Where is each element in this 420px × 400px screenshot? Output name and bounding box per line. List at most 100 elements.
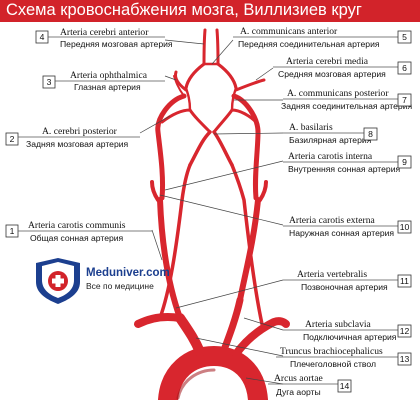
callout-number: 8 [368,129,373,139]
latin-label: Arteria carotis communis [28,220,126,231]
leader-14 [245,377,284,385]
latin-label: Arteria cerebri media [286,56,369,67]
russian-label: Наружная сонная артерия [289,228,394,238]
russian-label: Глазная артерия [74,82,141,92]
leader-4 [164,39,205,45]
left-internal-carotid [231,93,261,201]
label-group-8: A. basilaris Базилярная артерия 8 [283,122,378,145]
callout-box [363,127,378,141]
right-external-carotid [150,180,160,202]
leader-2 [139,115,171,134]
russian-label: Подключичная артерия [303,332,397,342]
latin-label: A. communicans posterior [287,88,389,99]
callout-number: 6 [402,63,407,73]
leader-9 [164,160,284,191]
russian-label: Задняя соединительная артерия [281,101,413,111]
aortic-arch-shade [176,368,216,400]
latin-label: A. basilaris [289,122,333,133]
callout-number: 10 [400,222,410,232]
posterior-cerebral-right [160,108,212,134]
callout-number: 14 [340,381,350,391]
callout-box [42,75,56,89]
leader-6 [255,67,274,81]
callout-box [397,352,412,366]
callout-number: 5 [402,32,407,42]
latin-label: A. cerebri posterior [42,126,118,137]
logo-name: Meduniver.com [86,267,170,279]
page-title: Схема кровоснабжения мозга, Виллизиев кр… [6,1,362,19]
latin-label: Arteria carotis interna [288,151,373,162]
left-common-carotid-origin [220,296,244,354]
russian-label: Плечеголовной ствол [290,359,376,369]
label-group-13: Truncus brachiocephalicus Плечеголовной … [276,346,412,369]
label-group-6: Arteria cerebri media Средняя мозговая а… [273,56,412,79]
label-group-7: A. communicans posterior Задняя соединит… [281,88,413,111]
russian-label: Задняя мозговая артерия [26,139,129,149]
right-internal-carotid [155,93,187,201]
russian-label: Дуга аорты [276,387,321,397]
label-group-14: Arcus aortae Дуга аорты 14 [268,373,352,397]
right-vertebral [158,163,192,320]
leader-12 [243,317,284,331]
left-subclavian [232,317,290,358]
latin-label: Arteria ophthalmica [70,70,148,81]
brachiocephalic-trunk [175,313,205,357]
latin-label: Truncus brachiocephalicus [280,346,383,357]
russian-label: Передняя соединительная артерия [238,39,380,49]
callout-box [397,61,412,75]
middle-cerebral-right [174,70,188,92]
anterior-cerebral-arteries [202,28,220,66]
russian-label: Базилярная артерия [289,135,372,145]
russian-label: Общая сонная артерия [30,233,124,243]
callout-box [397,324,412,338]
callout-box [397,93,412,107]
medical-cross-shield-icon [36,258,80,304]
label-group-2: 2 A. cerebri posterior Задняя мозговая а… [5,126,140,149]
label-group-4: 4 Arteria cerebri anterior Передняя мозг… [35,27,173,49]
leader-1 [151,229,163,261]
russian-label: Внутренняя сонная артерия [288,164,401,174]
callout-number: 9 [402,157,407,167]
label-group-9: Arteria carotis interna Внутренняя сонна… [283,151,412,174]
callout-number: 12 [400,326,410,336]
callout-number: 2 [10,134,15,144]
latin-label: Arteria carotis externa [289,215,376,226]
left-external-carotid [258,180,268,202]
callout-box [397,30,412,44]
callout-box [397,274,412,288]
callout-number: 4 [40,32,45,42]
callout-number: 11 [400,276,409,286]
callout-box [5,132,19,146]
callout-number: 1 [10,226,15,236]
label-group-12: Arteria subclavia Подключичная артерия 1… [283,319,412,342]
russian-label: Средняя мозговая артерия [278,69,386,79]
site-logo: Meduniver.com Все по медицине [36,258,170,304]
label-group-10: Arteria carotis externa Наружная сонная … [283,215,412,238]
right-common-carotid [157,197,183,321]
title-bar: Схема кровоснабжения мозга, Виллизиев кр… [0,0,420,22]
latin-label: A. communicans anterior [240,26,338,37]
russian-label: Позвоночная артерия [301,282,388,292]
middle-cerebral-left [234,78,266,92]
label-group-1: 1 Arteria carotis communis Общая сонная … [5,220,152,243]
latin-label: Arcus aortae [274,373,323,384]
left-vertebral [230,163,264,326]
leader-10 [159,194,284,226]
label-group-11: Arteria vertebralis Позвоночная артерия … [283,269,412,292]
leader-8 [213,132,284,135]
leader-lines [139,39,284,385]
circle-of-willis-upper [184,62,238,90]
arterial-tree [134,28,290,400]
leader-11 [175,279,284,309]
callout-number: 13 [400,354,410,364]
leader-13 [195,337,284,357]
leader-3 [164,75,177,81]
callout-number: 7 [402,95,407,105]
label-group-3: 3 Arteria ophthalmica Глазная артерия [42,70,165,92]
callout-box [397,220,412,234]
latin-label: Arteria vertebralis [297,269,367,280]
latin-label: Arteria subclavia [305,319,372,330]
ophthalmic-artery [173,75,185,97]
